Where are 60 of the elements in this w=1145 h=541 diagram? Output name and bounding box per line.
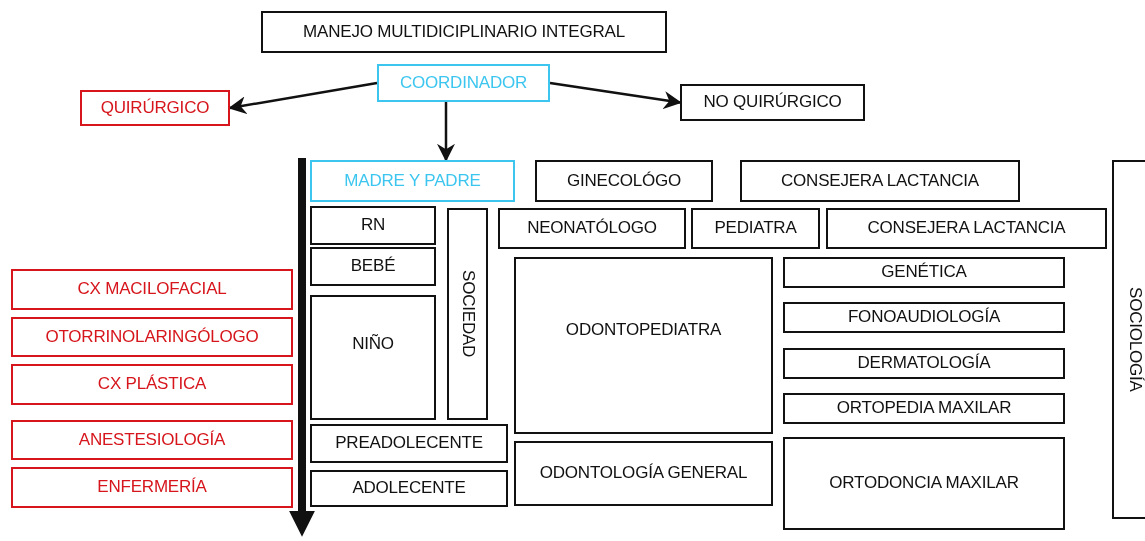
box-label: MANEJO MULTIDICIPLINARIO INTEGRAL [303, 20, 625, 43]
box-label: ORTODONCIA MAXILAR [829, 472, 1019, 495]
box-label: CX PLÁSTICA [97, 373, 207, 396]
box-label: SOCIEDAD [457, 270, 479, 358]
text-box [11, 467, 293, 508]
box-label: PEDIATRA [714, 217, 797, 240]
text-box [11, 317, 293, 357]
arrow [549, 81, 682, 109]
text-box [680, 84, 865, 121]
box-label: ORTOPEDIA MAXILAR [836, 397, 1012, 420]
text-box [261, 11, 667, 53]
box-label: PREADOLECENTE [335, 432, 483, 455]
box-label: NEONATÓLOGO [527, 217, 657, 240]
box-label: CX MACILOFACIAL [77, 278, 227, 301]
box-label: COORDINADOR [399, 71, 528, 94]
text-box [783, 393, 1065, 424]
text-box [740, 160, 1020, 202]
text-box [826, 208, 1107, 249]
box-label: NO QUIRÚRGICO [703, 91, 842, 114]
text-box [11, 269, 293, 310]
text-box [310, 424, 508, 463]
box-label: ODONTOPEDIATRA [565, 319, 722, 341]
text-box [11, 364, 293, 405]
text-box [514, 257, 773, 434]
text-box [783, 348, 1065, 379]
text-box [310, 206, 436, 245]
text-box [310, 295, 436, 420]
vertical-label-box [447, 208, 488, 420]
box-label: GINECOLÓGO [566, 169, 682, 192]
box-label: BEBÉ [350, 255, 396, 278]
text-box [80, 90, 230, 126]
box-label: CONSEJERA LACTANCIA [867, 217, 1066, 240]
text-box [514, 441, 773, 506]
box-label: NIÑO [352, 333, 394, 355]
box-label: ENFERMERÍA [97, 476, 207, 499]
box-label: CONSEJERA LACTANCIA [780, 169, 979, 192]
text-box [310, 160, 515, 202]
text-box [691, 208, 820, 249]
box-label: GENÉTICA [881, 261, 967, 284]
box-label: DERMATOLOGÍA [857, 352, 991, 375]
vertical-label-box [1112, 160, 1145, 519]
box-label: ADOLECENTE [352, 477, 466, 500]
box-label: MADRE Y PADRE [344, 169, 481, 192]
box-label: ANESTESIOLOGÍA [78, 428, 226, 451]
text-box [535, 160, 713, 202]
text-box [310, 470, 508, 507]
text-box [783, 302, 1065, 333]
text-box [310, 247, 436, 286]
text-box [377, 64, 550, 102]
text-box [783, 257, 1065, 288]
box-label: FONOAUDIOLOGÍA [847, 306, 1001, 329]
text-box [11, 420, 293, 460]
box-label: ODONTOLOGÍA GENERAL [539, 462, 748, 485]
box-label: RN [360, 214, 386, 237]
text-box [498, 208, 686, 249]
box-label: SOCIOLOGÍA [1124, 287, 1145, 392]
text-box [783, 437, 1065, 530]
arrow [437, 102, 455, 162]
box-label: QUIRÚRGICO [100, 96, 210, 119]
box-label: OTORRINOLARINGÓLOGO [45, 325, 259, 348]
